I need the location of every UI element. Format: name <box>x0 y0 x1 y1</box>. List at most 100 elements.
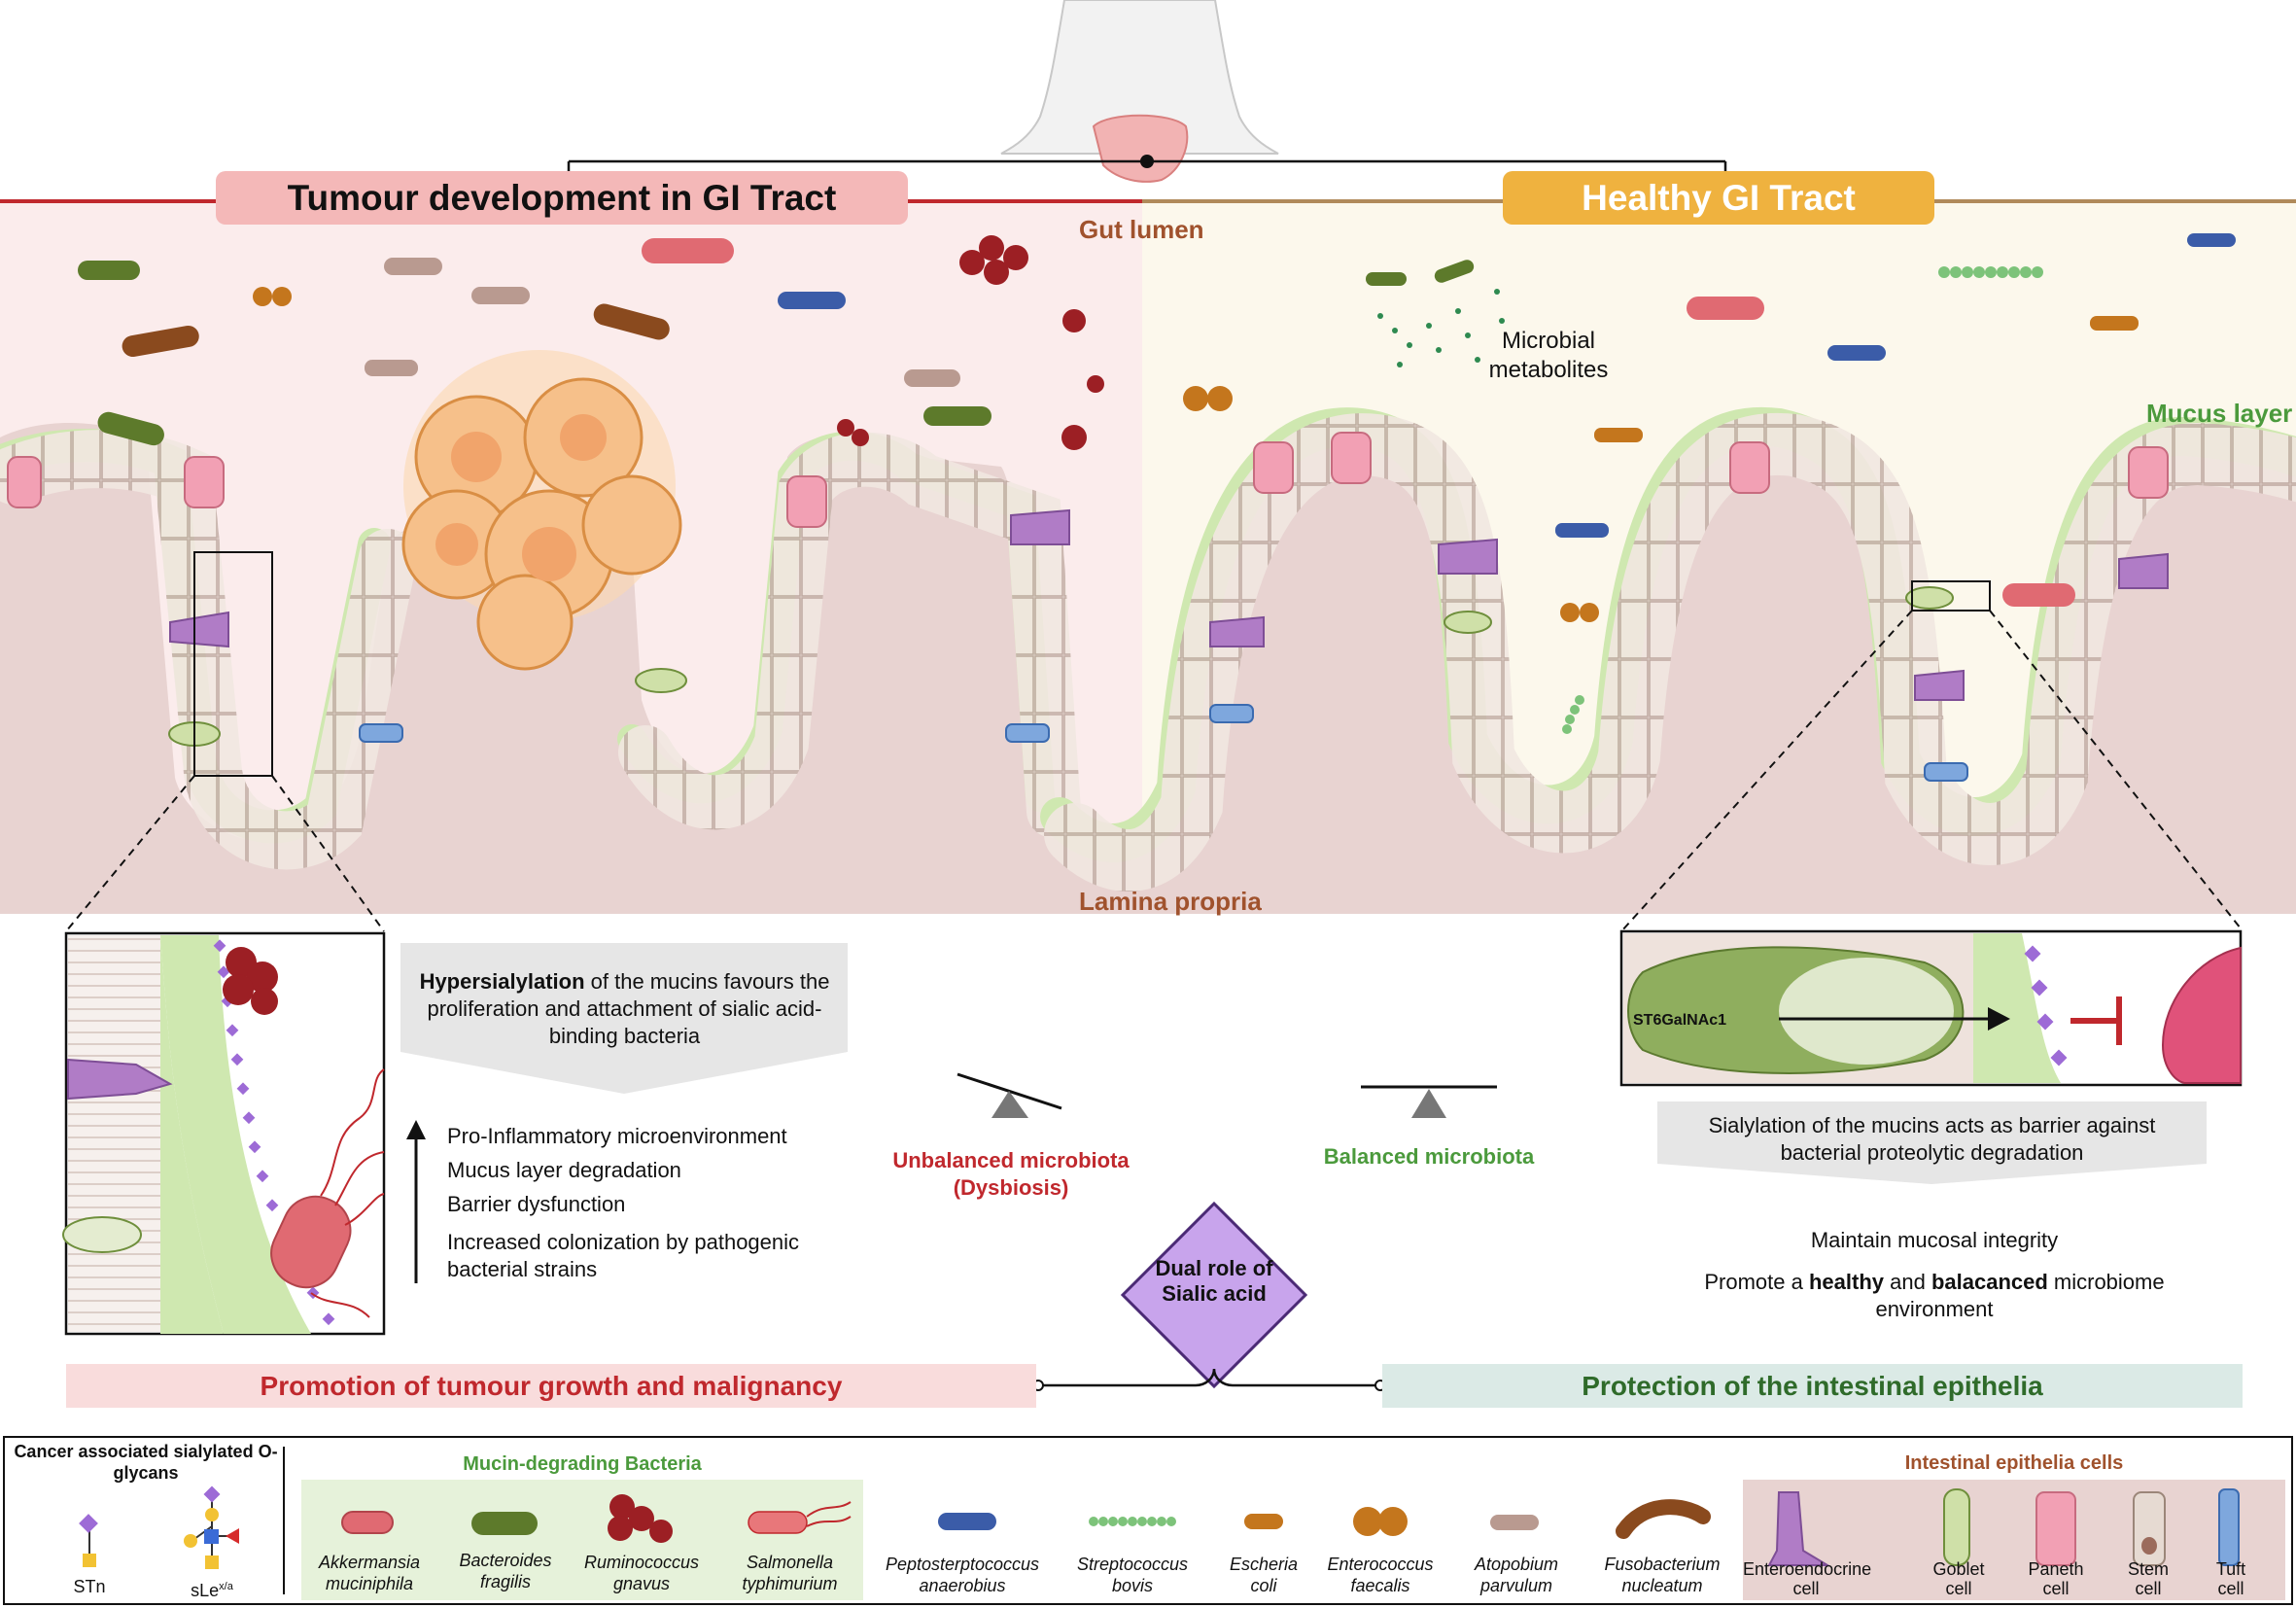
legend-akkermansia: Akkermansia muciniphila <box>301 1552 437 1594</box>
species-genus: Fusobacterium <box>1604 1555 1721 1574</box>
unbalanced-label: Unbalanced microbiota (Dysbiosis) <box>875 1147 1147 1202</box>
cell-suffix: cell <box>2042 1579 2070 1598</box>
metabolites-label: Microbial metabolites <box>1488 328 1609 383</box>
species-genus: Akkermansia <box>318 1553 421 1572</box>
mucin-legend-title: Mucin-degrading Bacteria <box>463 1453 702 1475</box>
outcome-bold: healthy <box>1808 1270 1885 1294</box>
unbalanced-line2: (Dysbiosis) <box>953 1175 1069 1200</box>
gut-lumen-label: Gut lumen <box>1079 215 1204 244</box>
tumour-cluster <box>401 350 682 671</box>
hypersialylation-rest: of the mucins favours the proliferation … <box>427 969 830 1048</box>
metabolite-dots <box>1377 289 1505 367</box>
legend-bacteria-icons <box>341 1494 1711 1543</box>
tuft-cells <box>359 704 1968 782</box>
balanced-label: Balanced microbiota <box>1323 1144 1535 1169</box>
cell-name: Tuft <box>2215 1559 2246 1579</box>
left-zoom-inset <box>62 931 386 1336</box>
cell-name: Stem <box>2127 1559 2169 1579</box>
slex-superscript: x/a <box>219 1581 233 1592</box>
hypersialylation-statement: Hypersialylation of the mucins favours t… <box>418 968 831 1050</box>
dual-role-diamond <box>1120 1201 1308 1389</box>
species-epithet: typhimurium <box>742 1574 838 1593</box>
outcome-text: and <box>1884 1270 1931 1294</box>
outcome-bold: balacanced <box>1931 1270 2048 1294</box>
legend-cell-icons <box>1767 1488 2240 1566</box>
legend-fusobacterium: Fusobacterium nucleatum <box>1589 1554 1735 1596</box>
lamina-propria-label: Lamina propria <box>1079 887 1262 916</box>
st6galnac1-label: ST6GalNAc1 <box>1633 1012 1727 1029</box>
legend-streptococcus: Streptococcus bovis <box>1060 1554 1205 1596</box>
cell-suffix: cell <box>2135 1579 2162 1598</box>
sialylation-callout <box>1657 1101 2207 1184</box>
species-epithet: muciniphila <box>325 1574 414 1593</box>
outcome-integrity: Maintain mucosal integrity <box>1810 1228 2059 1252</box>
dual-role-text: Dual role of Sialic acid <box>1155 1256 1273 1306</box>
species-genus: Peptosterptococcus <box>885 1555 1040 1574</box>
species-genus: Bacteroides <box>459 1551 552 1570</box>
hypersialylation-callout <box>400 943 848 1094</box>
balanced-scale-icon <box>1361 1085 1497 1118</box>
species-genus: Atopobium <box>1474 1555 1559 1574</box>
species-epithet: nucleatum <box>1621 1576 1703 1595</box>
effect-item: Barrier dysfunction <box>447 1192 626 1216</box>
species-epithet: coli <box>1250 1576 1277 1595</box>
sialylation-statement: Sialylation of the mucins acts as barrie… <box>1708 1113 2156 1165</box>
outcome-text: Promote a <box>1704 1270 1809 1294</box>
unbalanced-scale-icon <box>957 1072 1062 1118</box>
species-genus: Escheria <box>1229 1555 1299 1574</box>
paneth-cells <box>7 432 2169 528</box>
species-epithet: parvulum <box>1479 1576 1553 1595</box>
species-epithet: faecalis <box>1350 1576 1410 1595</box>
legend-peptostreptococcus: Peptosterptococcus anaerobius <box>870 1554 1055 1596</box>
outcome-text: microbiome environment <box>1875 1270 2165 1321</box>
protection-bar: Protection of the intestinal epithelia <box>1382 1364 2243 1408</box>
enteroendocrine-cells <box>169 508 2169 701</box>
slex-text: sLe <box>191 1581 220 1600</box>
legend-bacteroides: Bacteroides fragilis <box>437 1550 574 1592</box>
species-epithet: fragilis <box>479 1572 531 1591</box>
mucus-layer-label: Mucus layer <box>2146 399 2293 428</box>
effect-item: Mucus layer degradation <box>447 1158 681 1182</box>
stn-label: STn <box>73 1577 106 1596</box>
legend-atopobium: Atopobium parvulum <box>1453 1554 1580 1596</box>
species-epithet: anaerobius <box>919 1576 1006 1595</box>
tumour-banner: Tumour development in GI Tract <box>216 171 908 225</box>
unbalanced-line1: Unbalanced microbiota <box>892 1148 1130 1172</box>
slex-label: sLex/a <box>173 1577 251 1600</box>
species-genus: Streptococcus <box>1076 1555 1189 1574</box>
glycans-legend-title: Cancer associated sialylated O-glycans <box>14 1442 278 1483</box>
stn-glycan-icon <box>79 1514 98 1567</box>
cell-name: Enteroendocrine <box>1743 1559 1872 1579</box>
cell-suffix: cell <box>2217 1579 2244 1598</box>
effect-item: Increased colonization by pathogenic bac… <box>447 1230 800 1281</box>
lumen-bacteria <box>78 233 2236 622</box>
species-genus: Salmonella <box>746 1553 834 1572</box>
right-zoom-inset <box>1619 929 2243 1087</box>
species-epithet: bovis <box>1111 1576 1154 1595</box>
human-torso-icon <box>1000 0 1279 183</box>
cell-name: Paneth <box>2028 1559 2084 1579</box>
legend-escherichia: Escheria coli <box>1210 1554 1317 1596</box>
cell-suffix: cell <box>1792 1579 1820 1598</box>
outcome-microbiome: Promote a healthy and balacanced microbi… <box>1672 1269 2197 1323</box>
goblet-cells <box>168 586 1954 747</box>
legend-ruminococcus: Ruminococcus gnavus <box>574 1552 710 1594</box>
legend-salmonella: Salmonella typhimurium <box>719 1552 860 1594</box>
species-epithet: gnavus <box>612 1574 671 1593</box>
healthy-banner: Healthy GI Tract <box>1503 171 1934 225</box>
cell-name: Goblet <box>1932 1559 1985 1579</box>
cell-suffix: cell <box>1945 1579 1972 1598</box>
promotion-bar: Promotion of tumour growth and malignanc… <box>66 1364 1036 1408</box>
cells-legend-title: Intestinal epithelia cells <box>1904 1452 2124 1474</box>
hypersialylation-bold: Hypersialylation <box>419 969 585 994</box>
effect-item: Pro-Inflammatory microenvironment <box>447 1124 787 1148</box>
streptococcus-chains <box>1562 266 2043 734</box>
species-genus: Ruminococcus <box>583 1553 700 1572</box>
